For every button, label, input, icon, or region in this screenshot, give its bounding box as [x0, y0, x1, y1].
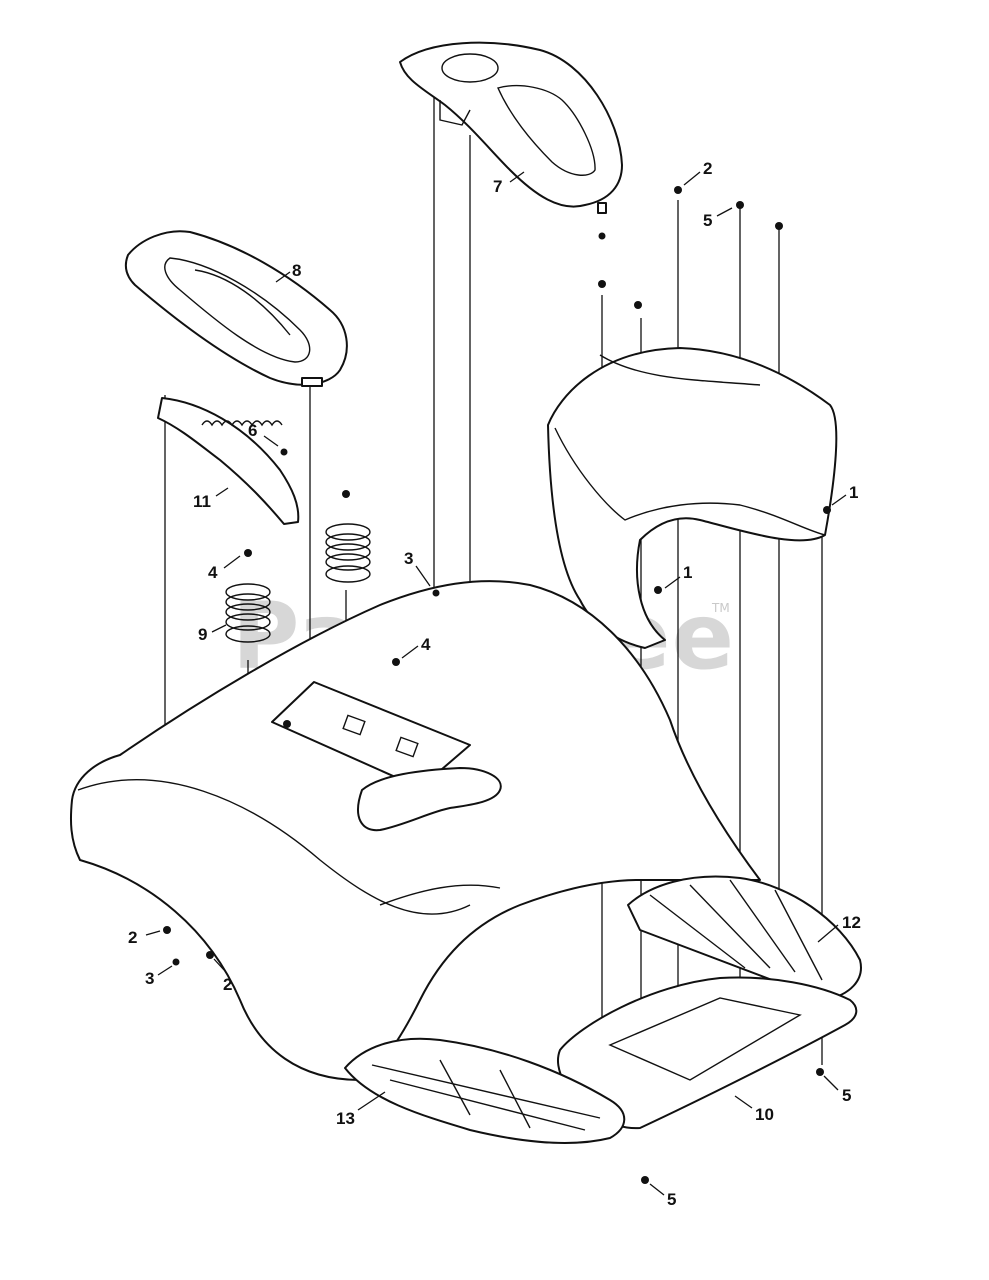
fender-pod[interactable]: [124, 230, 348, 387]
spring-left[interactable]: [225, 583, 271, 643]
nut-icon[interactable]: [634, 301, 642, 309]
screw-head[interactable]: [598, 232, 606, 240]
callout-5: 5: [842, 1086, 851, 1105]
spring-plate[interactable]: [157, 397, 300, 525]
screw-head[interactable]: [342, 490, 350, 498]
cup-holder-pod[interactable]: [399, 41, 623, 214]
callout-7: 7: [493, 177, 502, 196]
callout-9: 9: [198, 625, 207, 644]
callout-leaders: [145, 171, 847, 1196]
nut-icon[interactable]: [736, 201, 744, 209]
screw-head[interactable]: [823, 506, 831, 514]
callout-2: 2: [223, 975, 232, 994]
nut-icon[interactable]: [598, 280, 606, 288]
screw-head[interactable]: [163, 926, 171, 934]
callout-1: 1: [683, 563, 692, 582]
screw-head[interactable]: [392, 658, 400, 666]
callout-4: 4: [421, 635, 431, 654]
body-shroud[interactable]: [70, 580, 761, 1081]
callout-2: 2: [703, 159, 712, 178]
nut-icon[interactable]: [641, 1176, 649, 1184]
callout-labels: 7 2 5 8 1 6 11 3 1 4 9 4 12 2 3 2 5 13 1…: [128, 159, 861, 1209]
screw-head[interactable]: [674, 186, 682, 194]
screw-head[interactable]: [172, 958, 180, 966]
screw-head[interactable]: [244, 549, 252, 557]
nut-icon[interactable]: [775, 222, 783, 230]
callout-2: 2: [128, 928, 137, 947]
callout-3: 3: [404, 549, 413, 568]
front-floor-mat[interactable]: [344, 1037, 626, 1145]
screw-head[interactable]: [283, 720, 291, 728]
callout-5: 5: [703, 211, 712, 230]
callout-3: 3: [145, 969, 154, 988]
callout-13: 13: [336, 1109, 355, 1128]
callout-5: 5: [667, 1190, 676, 1209]
watermark-trademark: TM: [711, 601, 730, 615]
callout-4: 4: [208, 563, 218, 582]
rear-floor-mat[interactable]: [627, 875, 862, 1001]
callout-10: 10: [755, 1105, 774, 1124]
callout-6: 6: [248, 421, 257, 440]
callout-1: 1: [849, 483, 858, 502]
callout-12: 12: [842, 913, 861, 932]
callout-8: 8: [292, 261, 301, 280]
screw-head[interactable]: [654, 586, 662, 594]
screw-head[interactable]: [280, 448, 288, 456]
nut-icon[interactable]: [206, 951, 214, 959]
fasteners: [163, 186, 831, 1184]
spring-right[interactable]: [325, 523, 371, 583]
seat-adjust-bracket[interactable]: [357, 767, 502, 832]
callout-11: 11: [193, 492, 211, 511]
nut-icon[interactable]: [816, 1068, 824, 1076]
screw-head[interactable]: [432, 589, 440, 597]
seat-mount-plate[interactable]: [271, 681, 471, 789]
